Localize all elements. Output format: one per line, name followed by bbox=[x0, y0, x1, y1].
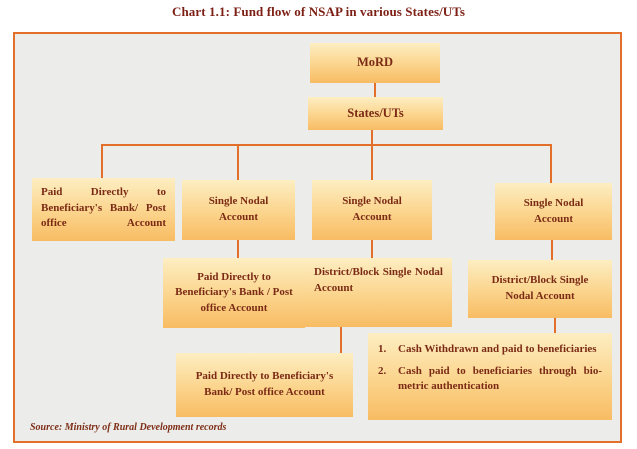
node-district-block-sna-1: District/Block Single Nodal Account bbox=[305, 258, 452, 327]
source-note: Source: Ministry of Rural Development re… bbox=[30, 422, 227, 433]
node-single-nodal-account-3: Single Nodal Account bbox=[495, 183, 612, 240]
node-paid-directly-2-label: Paid Directly to Beneficiary's Bank / Po… bbox=[175, 270, 293, 314]
connector-district1-paid3 bbox=[340, 327, 342, 353]
node-cash-disbursal-list: 1. Cash Withdrawn and paid to beneficiar… bbox=[368, 333, 612, 420]
list-item-1-text: Cash Withdrawn and paid to beneficiaries bbox=[398, 343, 597, 355]
connector-sna3-district2 bbox=[551, 240, 553, 260]
node-mord-label: MoRD bbox=[356, 55, 394, 70]
node-paid-directly-1-label: Paid Directly to Beneficiary's Bank/ Pos… bbox=[41, 186, 166, 230]
connector-district2-cash bbox=[554, 318, 556, 333]
connector-states-sna2 bbox=[371, 130, 373, 180]
chart-title: Chart 1.1: Fund flow of NSAP in various … bbox=[171, 4, 466, 19]
node-single-nodal-account-1: Single Nodal Account bbox=[182, 180, 295, 240]
node-states-uts-label: States/UTs bbox=[347, 105, 404, 120]
list-item-2-number: 2. bbox=[378, 364, 387, 377]
node-paid-directly-2: Paid Directly to Beneficiary's Bank / Po… bbox=[163, 258, 305, 328]
connector-branch-horizontal bbox=[101, 144, 552, 146]
node-district-block-sna-2: District/Block Single Nodal Account bbox=[468, 260, 612, 318]
node-single-nodal-account-3-label: Single Nodal Account bbox=[523, 196, 584, 225]
connector-branch-sna1 bbox=[237, 144, 239, 180]
node-states-uts: States/UTs bbox=[308, 97, 443, 130]
list-item-cash-withdrawn: 1. Cash Withdrawn and paid to beneficiar… bbox=[378, 342, 602, 358]
connector-branch-sna3 bbox=[550, 144, 552, 183]
node-district-block-sna-2-label: District/Block Single Nodal Account bbox=[491, 274, 589, 302]
list-item-1-number: 1. bbox=[378, 343, 387, 355]
node-paid-directly-1: Paid Directly to Beneficiary's Bank/ Pos… bbox=[32, 178, 175, 241]
connector-sna2-district1 bbox=[371, 240, 373, 258]
node-single-nodal-account-2-label: Single Nodal Account bbox=[342, 195, 402, 223]
node-single-nodal-account-2: Single Nodal Account bbox=[312, 180, 432, 240]
connector-branch-paid1 bbox=[101, 144, 103, 178]
node-mord: MoRD bbox=[310, 43, 440, 83]
node-single-nodal-account-1-label: Single Nodal Account bbox=[208, 195, 269, 223]
list-item-2-text: Cash paid to beneficiaries through bio-m… bbox=[398, 364, 602, 393]
node-paid-directly-3-label: Paid Directly to Beneficiary's Bank/ Pos… bbox=[195, 370, 334, 398]
node-paid-directly-3: Paid Directly to Beneficiary's Bank/ Pos… bbox=[176, 353, 353, 417]
list-item-cash-biometric: 2. Cash paid to beneficiaries through bi… bbox=[378, 364, 602, 395]
node-district-block-sna-1-label: District/Block Single Nodal Account bbox=[314, 266, 443, 294]
connector-sna1-paid2 bbox=[237, 240, 239, 258]
connector-mord-states bbox=[374, 83, 376, 98]
